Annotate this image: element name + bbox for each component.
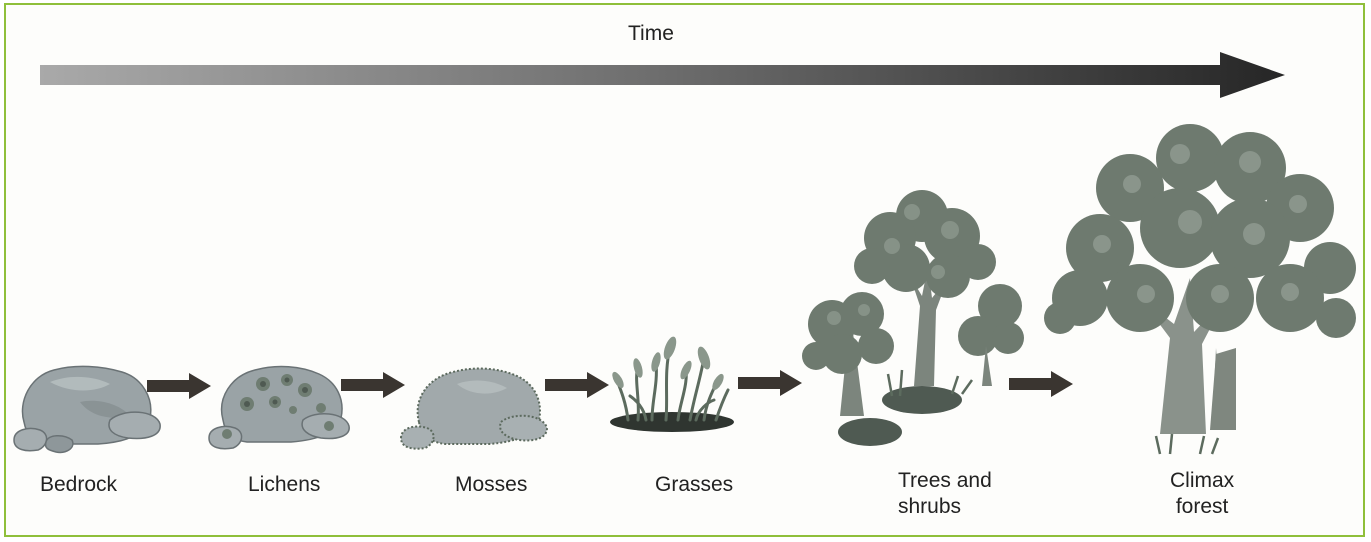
step-arrow	[738, 370, 802, 396]
stage-label-line: forest	[1170, 494, 1234, 520]
bedrock-illustration	[10, 362, 165, 457]
stage-label-line: Trees and	[898, 468, 992, 494]
stage-label-lichens: Lichens	[248, 472, 320, 498]
mosses-illustration	[397, 364, 549, 454]
trees-and-shrubs-illustration	[802, 186, 1032, 452]
step-arrow	[341, 372, 405, 398]
lichens-illustration	[203, 360, 355, 455]
stage-label-bedrock: Bedrock	[40, 472, 117, 498]
stage-label-trees-and-shrubs: Trees and shrubs	[898, 468, 992, 520]
grasses-illustration	[608, 318, 734, 436]
stage-label-line: Climax	[1170, 468, 1234, 494]
climax-forest-illustration	[1040, 118, 1358, 458]
stage-label-climax-forest: Climax forest	[1170, 468, 1234, 520]
step-arrow	[545, 372, 609, 398]
stage-label-mosses: Mosses	[455, 472, 527, 498]
time-label: Time	[628, 22, 674, 46]
step-arrow	[147, 373, 211, 399]
time-arrow	[40, 52, 1285, 98]
stage-label-grasses: Grasses	[655, 472, 733, 498]
stage-label-line: shrubs	[898, 494, 992, 520]
